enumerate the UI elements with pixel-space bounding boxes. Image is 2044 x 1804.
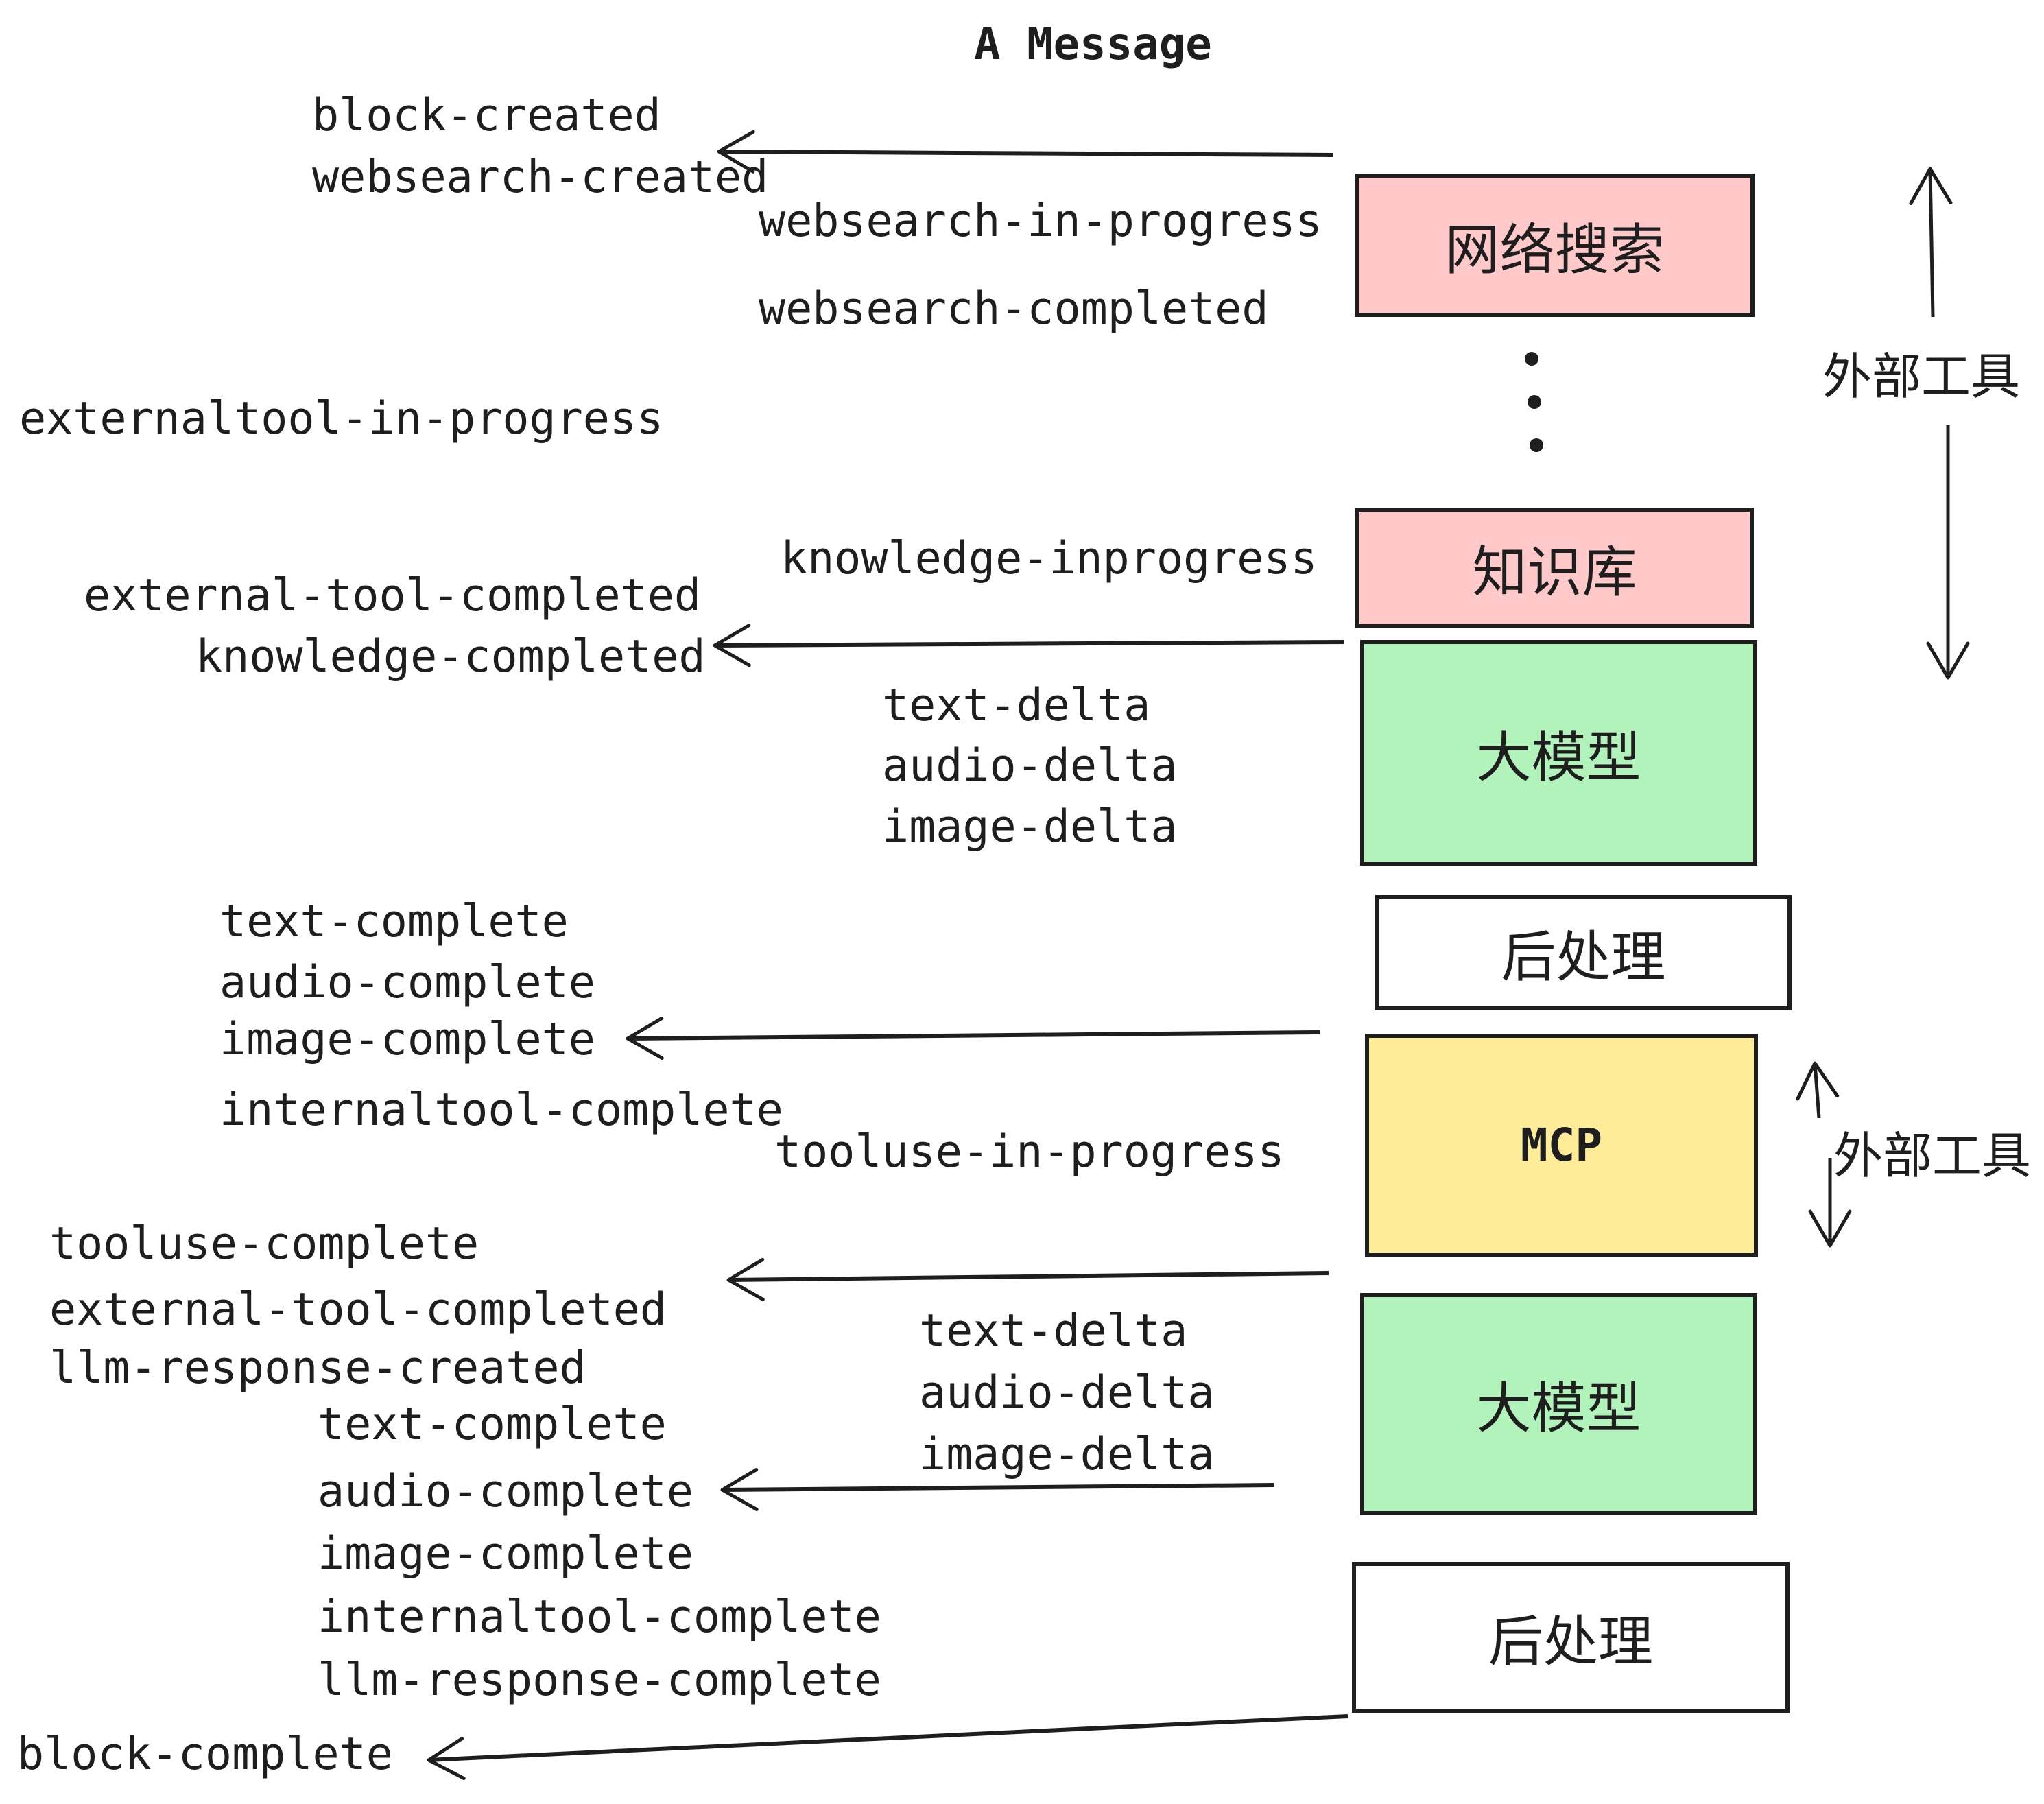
box-knowledge-base: 知识库	[1355, 508, 1754, 628]
diagram-title: A Message	[974, 19, 1212, 70]
external-tools-up-arrow-2	[1796, 1061, 1840, 1119]
label-external-tools-2: 外部工具	[1833, 1129, 2032, 1184]
ellipsis-dots	[1525, 352, 1543, 452]
event-tooluse-in-progress: tooluse-in-progress	[774, 1126, 1285, 1178]
arrow-to-audio-complete	[720, 1468, 1274, 1512]
box-postprocess-1: 后处理	[1375, 895, 1792, 1010]
event-knowledge-completed: knowledge-completed	[195, 631, 706, 683]
box-label: 大模型	[1476, 726, 1641, 788]
arrow-to-tooluse-complete	[726, 1257, 1329, 1301]
box-mcp: MCP	[1365, 1034, 1758, 1257]
box-websearch: 网络搜索	[1355, 174, 1755, 317]
event-internaltool-complete-2: internaltool-complete	[318, 1591, 881, 1643]
event-websearch-in-progress: websearch-in-progress	[759, 195, 1322, 247]
event-text-complete-2: text-complete	[318, 1399, 667, 1450]
event-block-created: block-created	[312, 90, 661, 141]
box-label: 知识库	[1472, 542, 1637, 603]
box-postprocess-2: 后处理	[1352, 1562, 1790, 1713]
event-image-complete-1: image-complete	[219, 1014, 595, 1065]
arrow-to-block-complete	[427, 1714, 1348, 1781]
box-label: 大模型	[1476, 1378, 1641, 1439]
box-label: MCP	[1520, 1119, 1603, 1172]
event-tooluse-complete: tooluse-complete	[49, 1218, 479, 1270]
event-block-complete: block-complete	[17, 1729, 393, 1780]
event-knowledge-inprogress: knowledge-inprogress	[781, 533, 1318, 584]
event-llm-response-complete: llm-response-complete	[318, 1654, 881, 1706]
event-text-delta-2: text-delta	[919, 1305, 1188, 1357]
event-llm-response-created: llm-response-created	[49, 1342, 586, 1394]
arrow-to-image-complete	[626, 1017, 1320, 1060]
box-llm-2: 大模型	[1360, 1293, 1757, 1515]
event-internaltool-complete-1: internaltool-complete	[219, 1084, 783, 1136]
box-label: 后处理	[1488, 1611, 1653, 1672]
event-text-delta-1: text-delta	[882, 680, 1151, 731]
event-externaltool-in-progress: externaltool-in-progress	[19, 393, 664, 444]
event-websearch-completed: websearch-completed	[759, 283, 1269, 335]
event-text-complete-1: text-complete	[219, 896, 569, 947]
label-external-tools-1: 外部工具	[1822, 350, 2021, 405]
event-audio-complete-2: audio-complete	[318, 1466, 693, 1517]
event-external-tool-completed-1: external-tool-completed	[84, 570, 702, 621]
event-external-tool-completed-2: external-tool-completed	[49, 1284, 667, 1336]
external-tools-up-arrow-1	[1909, 167, 1953, 318]
arrow-to-knowledge-completed	[713, 624, 1344, 667]
event-websearch-created: websearch-created	[312, 152, 769, 203]
event-audio-delta-2: audio-delta	[919, 1367, 1215, 1419]
event-audio-complete-1: audio-complete	[219, 957, 595, 1008]
event-audio-delta-1: audio-delta	[882, 740, 1178, 792]
event-image-delta-2: image-delta	[919, 1429, 1215, 1480]
event-image-complete-2: image-complete	[318, 1528, 693, 1580]
box-label: 后处理	[1501, 927, 1666, 988]
event-image-delta-1: image-delta	[882, 801, 1178, 853]
box-llm-1: 大模型	[1360, 640, 1757, 866]
arrow-to-block-created	[717, 130, 1334, 174]
box-label: 网络搜索	[1445, 219, 1665, 281]
